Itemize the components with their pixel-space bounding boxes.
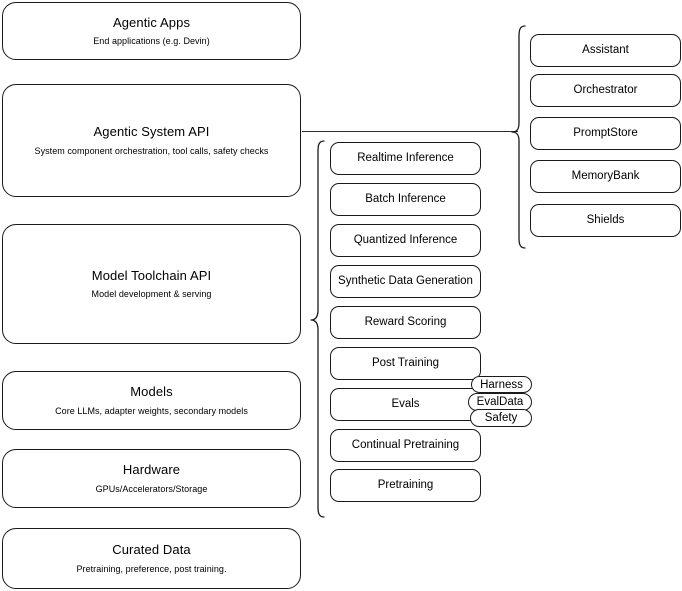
layer-box-curated-data[interactable]: Curated Data Pretraining, preference, po… bbox=[2, 528, 301, 589]
pill-label: Safety bbox=[484, 412, 518, 424]
layer-box-agentic-apps[interactable]: Agentic Apps End applications (e.g. Devi… bbox=[2, 2, 301, 60]
leaf-box-batch-inference[interactable]: Batch Inference bbox=[330, 183, 481, 216]
layer-box-hardware[interactable]: Hardware GPUs/Accelerators/Storage bbox=[2, 449, 301, 508]
leaf-box-shields[interactable]: Shields bbox=[530, 204, 681, 237]
layer-title: Hardware bbox=[122, 462, 181, 478]
leaf-box-promptstore[interactable]: PromptStore bbox=[530, 117, 681, 150]
leaf-label: Realtime Inference bbox=[357, 152, 454, 165]
leaf-label: Continual Pretraining bbox=[351, 439, 460, 452]
leaf-box-orchestrator[interactable]: Orchestrator bbox=[530, 74, 681, 107]
leaf-label: MemoryBank bbox=[571, 170, 640, 183]
leaf-box-realtime-inference[interactable]: Realtime Inference bbox=[330, 142, 481, 175]
leaf-label: Assistant bbox=[582, 44, 629, 57]
leaf-label: Reward Scoring bbox=[364, 316, 447, 329]
leaf-box-synthetic-data-generation[interactable]: Synthetic Data Generation bbox=[330, 265, 481, 298]
brace-agentic-system bbox=[511, 25, 527, 249]
leaf-label: Pretraining bbox=[377, 479, 434, 492]
layer-box-models[interactable]: Models Core LLMs, adapter weights, secon… bbox=[2, 371, 301, 430]
layer-title: Model Toolchain API bbox=[91, 267, 212, 283]
pill-harness[interactable]: Harness bbox=[471, 376, 532, 393]
layer-subtitle: Core LLMs, adapter weights, secondary mo… bbox=[55, 405, 248, 416]
layer-title: Curated Data bbox=[112, 542, 191, 558]
pill-label: EvalData bbox=[476, 396, 524, 408]
leaf-box-memorybank[interactable]: MemoryBank bbox=[530, 160, 681, 193]
leaf-label: Evals bbox=[391, 398, 420, 411]
layer-title: Agentic Apps bbox=[112, 14, 191, 30]
layer-subtitle: System component orchestration, tool cal… bbox=[34, 145, 269, 156]
leaf-label: Shields bbox=[586, 214, 625, 227]
leaf-box-reward-scoring[interactable]: Reward Scoring bbox=[330, 306, 481, 339]
leaf-label: Quantized Inference bbox=[353, 234, 458, 247]
brace-model-toolchain bbox=[310, 140, 326, 518]
leaf-label: Post Training bbox=[371, 357, 440, 370]
layer-subtitle: End applications (e.g. Devin) bbox=[93, 36, 210, 46]
leaf-box-continual-pretraining[interactable]: Continual Pretraining bbox=[330, 429, 481, 462]
layer-subtitle: GPUs/Accelerators/Storage bbox=[95, 483, 208, 494]
leaf-box-assistant[interactable]: Assistant bbox=[530, 34, 681, 67]
leaf-box-evals[interactable]: Evals bbox=[330, 388, 481, 421]
layer-subtitle: Pretraining, preference, post training. bbox=[76, 563, 227, 574]
connector-line-agentic-system-api bbox=[302, 131, 518, 133]
layer-box-model-toolchain-api[interactable]: Model Toolchain API Model development & … bbox=[2, 224, 301, 344]
layer-title: Agentic System API bbox=[93, 124, 210, 140]
leaf-box-quantized-inference[interactable]: Quantized Inference bbox=[330, 224, 481, 257]
pill-label: Harness bbox=[480, 378, 523, 391]
layer-subtitle: Model development & serving bbox=[91, 289, 212, 299]
leaf-label: Orchestrator bbox=[573, 84, 638, 97]
layer-title: Models bbox=[130, 384, 173, 400]
leaf-label: Synthetic Data Generation bbox=[338, 275, 473, 288]
leaf-box-post-training[interactable]: Post Training bbox=[330, 347, 481, 380]
pill-safety[interactable]: Safety bbox=[470, 409, 532, 427]
leaf-box-pretraining[interactable]: Pretraining bbox=[330, 469, 481, 502]
layer-box-agentic-system-api[interactable]: Agentic System API System component orch… bbox=[2, 84, 301, 197]
leaf-label: PromptStore bbox=[573, 127, 638, 140]
leaf-label: Batch Inference bbox=[365, 193, 446, 206]
